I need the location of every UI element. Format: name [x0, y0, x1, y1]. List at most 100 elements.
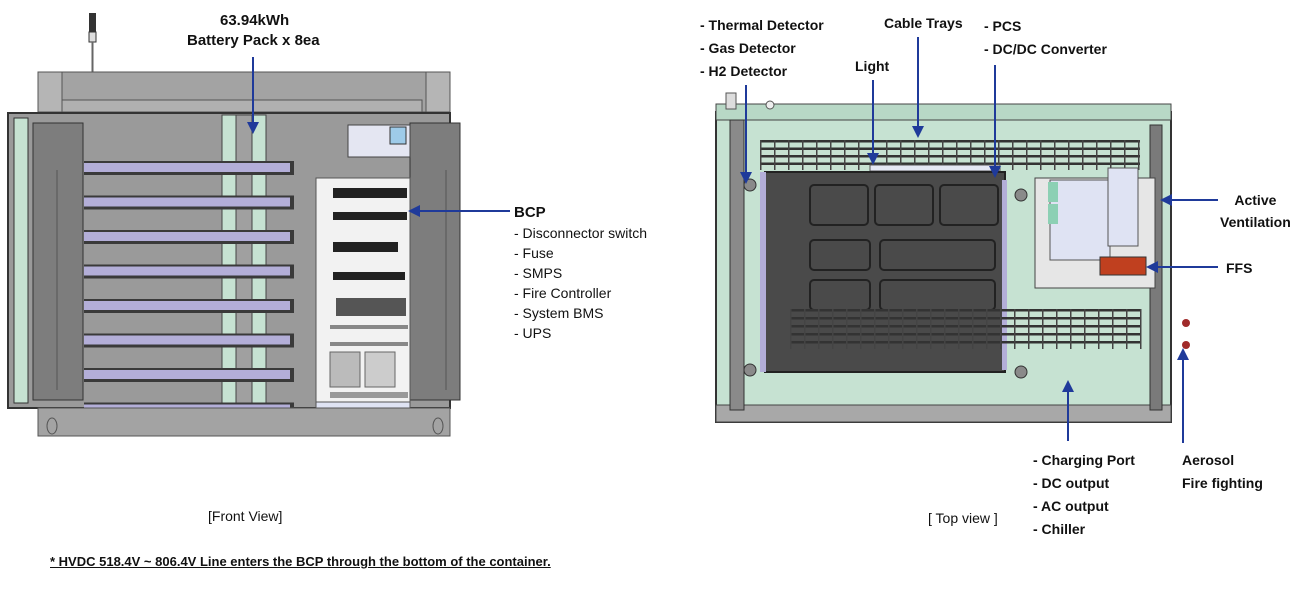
battery-module: [809, 184, 869, 226]
tray-rung: [1000, 309, 1002, 349]
bcp-title: BCP: [514, 204, 546, 221]
tray-rung: [1028, 309, 1030, 349]
tray-rung: [1098, 309, 1100, 349]
top-view-caption: [ Top view ]: [928, 510, 998, 526]
tray-rung: [958, 309, 960, 349]
tray-rail: [790, 341, 1140, 344]
bcp-item: - UPS: [514, 325, 552, 341]
tray-rung: [1014, 309, 1016, 349]
battery-module-grid: [809, 184, 999, 311]
tray-rung: [942, 140, 944, 170]
pcs-area: [1034, 167, 1156, 289]
tray-rung: [1082, 140, 1084, 170]
tray-rung: [1026, 140, 1028, 170]
ffs-arrow: [1146, 261, 1218, 273]
battery-capacity-label: 63.94kWh: [220, 12, 290, 29]
tray-rung: [774, 140, 776, 170]
left-door: [32, 122, 84, 401]
bcp-item: - Fuse: [514, 245, 554, 261]
tray-rung: [944, 309, 946, 349]
tray-rung: [874, 309, 876, 349]
tray-rail: [790, 317, 1140, 320]
ventilation-arrow: [1160, 194, 1218, 206]
signal-tower-icon: [88, 13, 97, 72]
tray-rung: [1124, 140, 1126, 170]
tray-rung: [916, 309, 918, 349]
light-arrow: [867, 80, 879, 165]
tray-rung: [900, 140, 902, 170]
bcp-item: - Fire Controller: [514, 285, 612, 301]
bcp-cabinet: [315, 177, 411, 411]
tray-rung: [788, 140, 790, 170]
right-door: [409, 122, 461, 401]
front-view-caption: [Front View]: [208, 508, 283, 524]
battery-pack: [84, 163, 290, 172]
battery-pack: [84, 370, 290, 379]
bcp-item: - SMPS: [514, 265, 563, 281]
tray-rung: [860, 309, 862, 349]
tray-rung: [1070, 309, 1072, 349]
tray-rail: [790, 325, 1140, 328]
tray-rung: [972, 309, 974, 349]
footnote: * HVDC 518.4V ~ 806.4V Line enters the B…: [50, 554, 551, 569]
tray-rail: [790, 333, 1140, 336]
light-label: Light: [855, 58, 890, 74]
tray-rung: [1140, 309, 1142, 349]
tray-rung: [1040, 140, 1042, 170]
pcs-arrow: [989, 65, 1001, 178]
aerosol-nozzle: [1182, 341, 1190, 349]
bcp-item: - Disconnector switch: [514, 225, 648, 241]
tray-rung: [844, 140, 846, 170]
tray-rung: [1138, 140, 1140, 170]
cable-trays-label: Cable Trays: [884, 15, 963, 31]
tray-rung: [984, 140, 986, 170]
detectors-label: - Thermal Detector - Gas Detector - H2 D…: [700, 17, 824, 79]
cable-tray-bottom: [790, 309, 1142, 349]
ports-label: - Charging Port - DC output - AC output …: [1033, 452, 1135, 537]
battery-pack: [84, 232, 290, 241]
tray-rung: [970, 140, 972, 170]
tray-rung: [1012, 140, 1014, 170]
ffs-unit: [1099, 256, 1147, 276]
tray-rung: [802, 140, 804, 170]
battery-module: [809, 239, 871, 271]
tray-rung: [816, 140, 818, 170]
tray-rung: [858, 140, 860, 170]
tray-rung: [804, 309, 806, 349]
active-ventilation-label: Active Ventilation: [1220, 192, 1291, 230]
tray-rung: [998, 140, 1000, 170]
tray-rung: [928, 140, 930, 170]
tray-rung: [818, 309, 820, 349]
tray-rung: [930, 309, 932, 349]
battery-pack: [84, 335, 290, 345]
battery-pack: [84, 197, 290, 207]
battery-module: [879, 239, 996, 271]
bcp-callout: BCP - Disconnector switch - Fuse - SMPS …: [514, 203, 647, 343]
tray-rung: [888, 309, 890, 349]
charging-port-arrow: [1062, 380, 1074, 441]
tray-rail: [760, 155, 1140, 158]
tray-rung: [986, 309, 988, 349]
tray-rung: [1096, 140, 1098, 170]
container-base: [37, 407, 451, 437]
tray-rung: [1126, 309, 1128, 349]
tray-rung: [886, 140, 888, 170]
tray-rung: [832, 309, 834, 349]
tray-rung: [830, 140, 832, 170]
tray-rung: [1068, 140, 1070, 170]
tray-rail: [790, 309, 1140, 312]
tray-rung: [956, 140, 958, 170]
battery-module: [874, 184, 934, 226]
pcs-label: - PCS - DC/DC Converter: [984, 18, 1107, 57]
aerosol-arrow: [1177, 348, 1189, 443]
detector-arrow: [740, 85, 752, 184]
tray-rung: [914, 140, 916, 170]
aerosol-label: Aerosol Fire fighting: [1182, 452, 1263, 491]
tray-rung: [1042, 309, 1044, 349]
battery-pack-arrow: [247, 57, 259, 134]
tray-rail: [760, 140, 1140, 143]
tray-rung: [760, 140, 762, 170]
tray-rung: [902, 309, 904, 349]
